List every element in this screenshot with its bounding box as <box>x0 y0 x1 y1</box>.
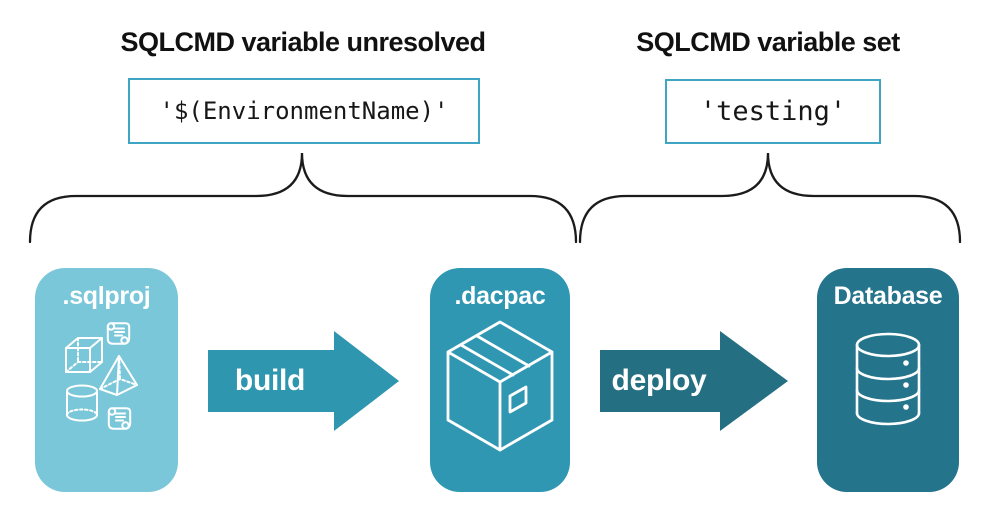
code-box-set-variable: 'testing' <box>665 79 881 144</box>
deploy-arrow-shape <box>600 331 788 431</box>
script-icon <box>107 407 132 430</box>
node-database-label: Database <box>833 282 943 310</box>
code-text-unresolved: '$(EnvironmentName)' <box>159 97 449 125</box>
code-text-set: 'testing' <box>699 96 847 127</box>
pyramid-icon <box>99 355 138 396</box>
deploy-arrow <box>600 331 788 431</box>
package-icon <box>446 320 554 452</box>
sql-objects-icon <box>65 322 138 430</box>
build-arrow <box>208 331 399 431</box>
node-dacpac-label: .dacpac <box>454 282 546 310</box>
heading-sqlcmd-unresolved: SQLCMD variable unresolved <box>120 27 486 57</box>
brace-left <box>28 152 578 244</box>
build-arrow-shape <box>208 331 399 431</box>
node-database: Database <box>817 268 959 492</box>
deploy-arrow-label: deploy <box>611 364 707 397</box>
node-sqlproj-label: .sqlproj <box>62 282 151 310</box>
brace-right <box>578 152 962 244</box>
build-arrow-label: build <box>234 364 306 397</box>
node-sqlproj: .sqlproj <box>35 268 178 492</box>
database-icon <box>855 332 921 426</box>
cube-icon <box>65 337 103 373</box>
node-dacpac: .dacpac <box>430 268 570 492</box>
heading-sqlcmd-set: SQLCMD variable set <box>636 27 900 57</box>
cylinder-icon <box>66 384 98 422</box>
code-box-unresolved-variable: '$(EnvironmentName)' <box>128 78 480 144</box>
script-icon <box>106 322 131 345</box>
